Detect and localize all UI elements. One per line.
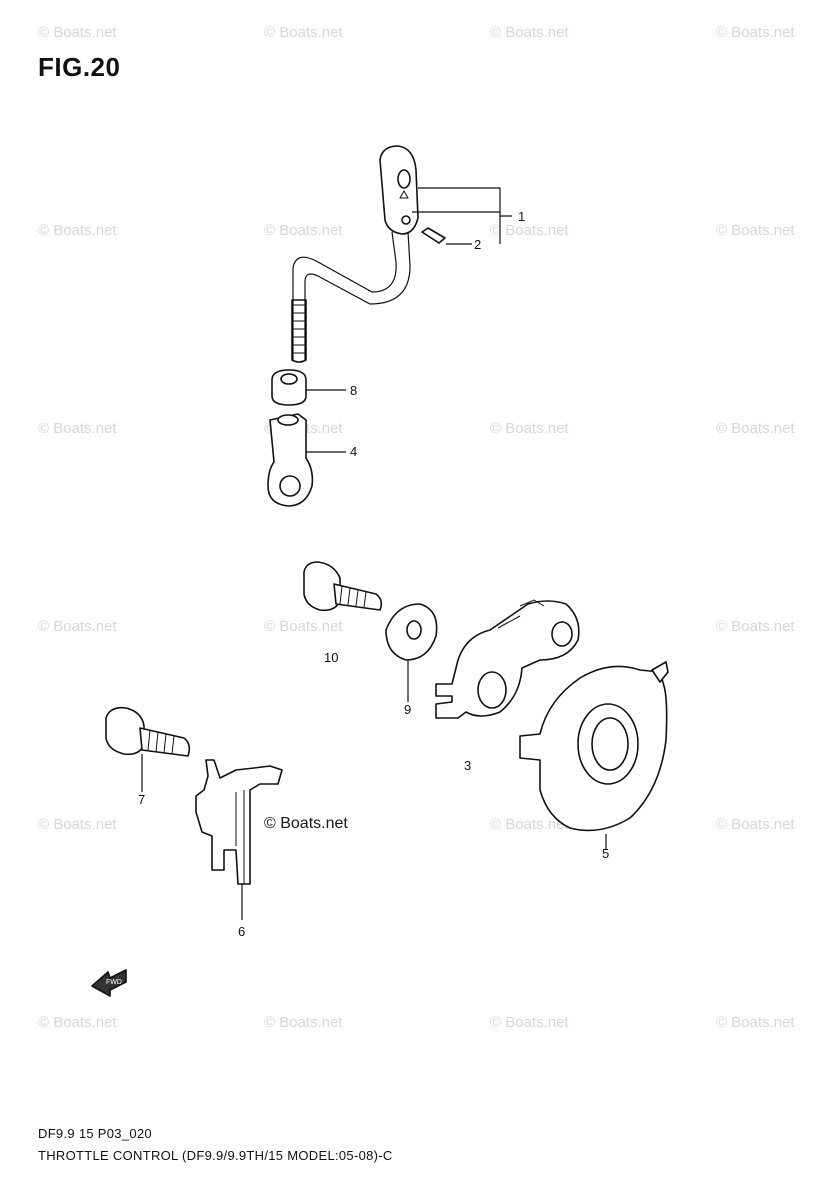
watermark: © Boats.net [490,1014,569,1031]
watermark: © Boats.net [716,618,795,635]
bolt-part-7 [105,706,191,792]
nut-part-8 [271,369,346,406]
callout-2: 2 [474,237,482,252]
pin-part-2 [421,227,446,244]
callout-3: 3 [464,758,472,773]
watermark: © Boats.net [490,24,569,41]
watermark: © Boats.net [38,816,117,833]
callout-6: 6 [238,924,246,939]
bolt-part-10 [303,561,383,612]
watermark: © Boats.net [264,222,343,239]
callout-1: 1 [518,209,526,224]
callout-8: 8 [350,383,358,398]
watermark: © Boats.net [716,24,795,41]
watermark: © Boats.net [490,222,569,239]
rod-end-part-4 [267,413,346,507]
washer-part-9 [385,603,438,702]
watermark: © Boats.net [38,222,117,239]
callout-bracket-1 [412,187,512,244]
watermark: © Boats.net [716,420,795,437]
watermark: © Boats.net [264,24,343,41]
watermark: © Boats.net [490,420,569,437]
callout-9: 9 [404,702,412,717]
fwd-label: FWD [106,979,122,986]
throttle-lever-part-3 [435,599,580,719]
watermark: © Boats.net [716,222,795,239]
watermark-center: © Boats.net [264,815,348,832]
fwd-arrow-icon: FWD [91,969,127,997]
watermark: © Boats.net [264,618,343,635]
watermark: © Boats.net [38,1014,117,1031]
callout-5: 5 [602,846,610,861]
callout-10: 10 [324,650,339,665]
callout-4: 4 [350,444,358,459]
figure-title: FIG.20 [38,52,121,82]
watermark: © Boats.net [264,1014,343,1031]
callout-7: 7 [138,792,146,807]
watermark: © Boats.net [490,816,569,833]
watermark: © Boats.net [38,618,117,635]
throttle-rod-part-1 [291,145,419,363]
watermark: © Boats.net [38,420,117,437]
pulley-part-5 [519,661,669,850]
watermark: © Boats.net [716,816,795,833]
watermark: © Boats.net [716,1014,795,1031]
bracket-part-6 [195,759,283,920]
diagram-code: DF9.9 15 P03_020 [38,1126,152,1141]
watermark: © Boats.net [38,24,117,41]
diagram-caption: THROTTLE CONTROL (DF9.9/9.9TH/15 MODEL:0… [38,1148,393,1163]
